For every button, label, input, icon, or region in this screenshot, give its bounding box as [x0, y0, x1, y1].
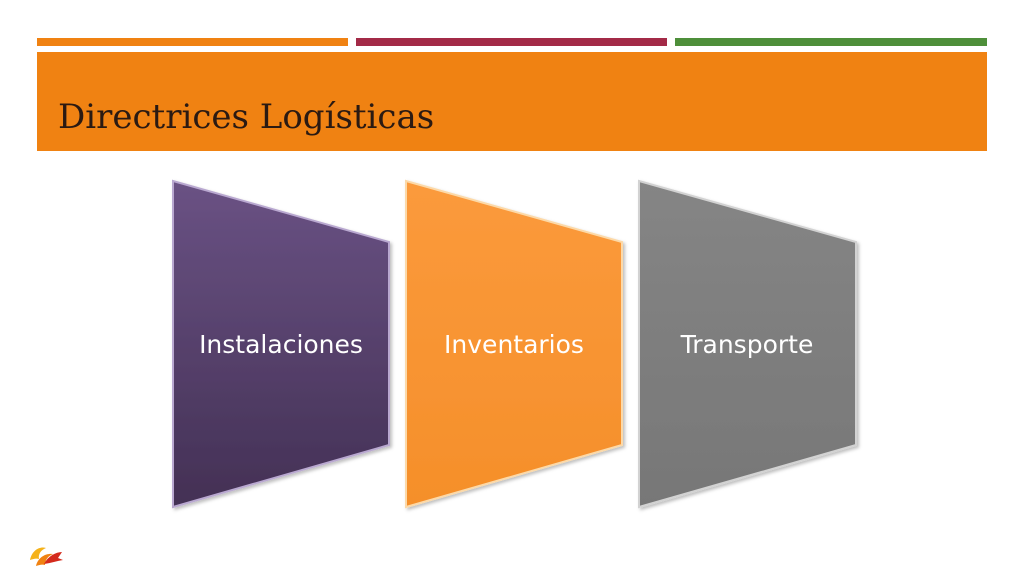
panel-shape-instalaciones	[172, 179, 390, 509]
panel-inventarios: Inventarios	[405, 179, 623, 509]
accent-bar-green	[675, 38, 987, 46]
title-band	[37, 52, 987, 151]
accent-bar-crimson	[356, 38, 667, 46]
panel-label-inventarios: Inventarios	[444, 330, 584, 359]
panel-shape-transporte	[638, 179, 857, 509]
panel-transporte: Transporte	[638, 179, 857, 509]
panel-label-instalaciones: Instalaciones	[199, 330, 363, 359]
panel-instalaciones: Instalaciones	[172, 179, 390, 509]
slide-title: Directrices Logísticas	[58, 97, 435, 137]
accent-bar-orange	[37, 38, 348, 46]
panel-label-transporte: Transporte	[680, 330, 814, 359]
panel-shape-inventarios	[405, 179, 623, 509]
brand-flame-logo-icon	[30, 547, 63, 566]
